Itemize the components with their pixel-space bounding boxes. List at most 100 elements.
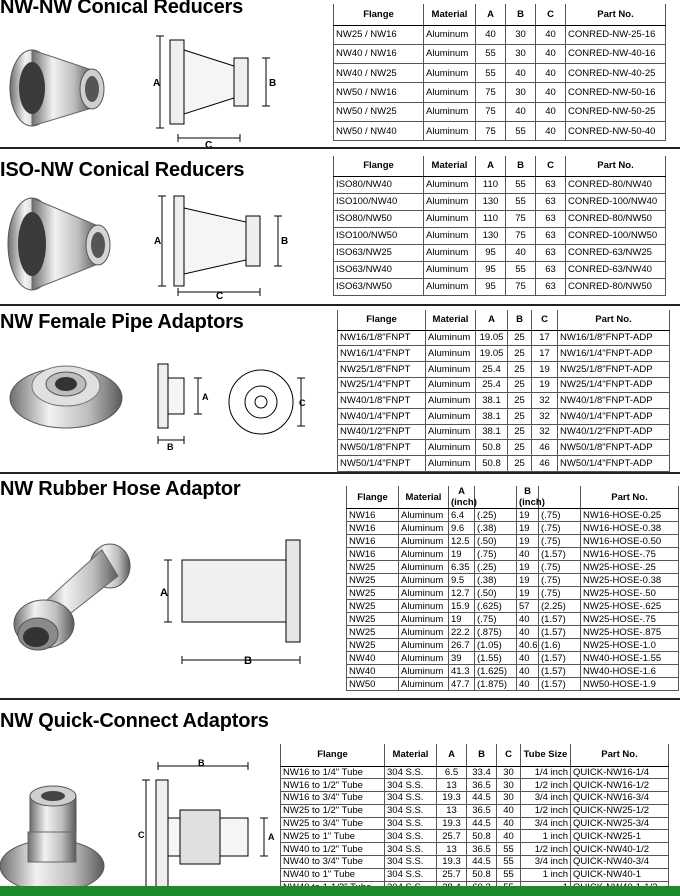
table-cell: 19 bbox=[448, 547, 475, 561]
table-cell: (1.57) bbox=[538, 625, 581, 639]
table-cell: NW16/1/8"FNPT bbox=[337, 329, 426, 347]
quick-connect-photo bbox=[0, 785, 105, 892]
table-cell: 19 bbox=[516, 560, 539, 574]
table-cell: 40 bbox=[505, 63, 536, 84]
table-cell: Aluminum bbox=[425, 376, 476, 394]
section-title-iso-nw: ISO-NW Conical Reducers bbox=[0, 159, 245, 181]
table-cell: ISO80/NW50 bbox=[333, 209, 424, 228]
dim-label-c: C bbox=[299, 398, 306, 408]
table-cell: 40 bbox=[535, 43, 566, 65]
table-cell: (.75) bbox=[538, 508, 581, 522]
table-cell: (.50) bbox=[474, 586, 517, 600]
table-cell: 32 bbox=[531, 423, 558, 441]
table-cell: 25 bbox=[507, 360, 532, 378]
table-cell: (2.25) bbox=[538, 599, 581, 613]
table-cell: NW25 bbox=[346, 599, 399, 613]
table-cell: CONRED-NW-25-16 bbox=[565, 24, 666, 45]
table-cell: 30 bbox=[496, 791, 521, 805]
table-cell: 25 bbox=[507, 439, 532, 456]
column-header: Flange bbox=[280, 744, 385, 767]
table-cell: 17 bbox=[531, 329, 558, 347]
table-cell: Aluminum bbox=[423, 101, 476, 122]
table-cell: NW25-HOSE-1.0 bbox=[580, 638, 679, 652]
table-cell: 36.5 bbox=[466, 842, 497, 857]
section-title-nw-nw: NW-NW Conical Reducers bbox=[0, 0, 244, 18]
column-header: A bbox=[475, 156, 506, 177]
table-cell: ISO100/NW50 bbox=[333, 226, 424, 245]
table-cell: NW16 bbox=[346, 508, 399, 522]
table-cell: Aluminum bbox=[423, 243, 476, 262]
table-cell: 30 bbox=[496, 778, 521, 793]
column-header: B (inch) bbox=[516, 486, 545, 509]
table-cell: Aluminum bbox=[398, 612, 449, 626]
table-cell: 9.5 bbox=[448, 573, 475, 587]
table-cell: 63 bbox=[535, 226, 566, 245]
table-cell: 19.3 bbox=[436, 816, 467, 831]
table-cell: 50.8 bbox=[475, 455, 508, 472]
table-cell: QUICK-NW16-1/4 bbox=[570, 765, 669, 780]
table-cell: NW25 bbox=[346, 612, 399, 626]
table-cell: ISO100/NW40 bbox=[333, 192, 424, 211]
table-cell: 75 bbox=[475, 120, 506, 142]
table-cell: CONRED-NW-40-25 bbox=[565, 63, 666, 84]
table-cell: (1.05) bbox=[474, 638, 517, 652]
table-cell: 75 bbox=[475, 82, 506, 103]
table-cell: 25 bbox=[507, 455, 532, 472]
table-cell: 36.5 bbox=[466, 778, 497, 793]
table-cell: 63 bbox=[535, 277, 566, 296]
column-header: C bbox=[535, 4, 566, 26]
table-cell: NW16/1/4"FNPT-ADP bbox=[557, 345, 670, 362]
table-cell: 19 bbox=[516, 573, 539, 587]
table-cell: 130 bbox=[475, 226, 506, 245]
table-cell: NW40 bbox=[346, 664, 399, 678]
table-cell: (.75) bbox=[538, 521, 581, 535]
table-cell: 30 bbox=[505, 24, 536, 45]
section-divider bbox=[0, 147, 680, 149]
table-cell: NW16/1/4"FNPT bbox=[337, 345, 426, 362]
table-cell: Aluminum bbox=[398, 638, 449, 652]
table-cell: NW40 to 1" Tube bbox=[280, 867, 385, 882]
table-cell: 75 bbox=[505, 209, 536, 228]
table-cell: (1.57) bbox=[538, 612, 581, 626]
table-cell: Aluminum bbox=[423, 175, 476, 194]
table-cell: 304 S.S. bbox=[384, 791, 437, 805]
dim-label-b: B bbox=[269, 78, 276, 89]
table-cell: Aluminum bbox=[423, 277, 476, 296]
table-cell: NW25 / NW16 bbox=[333, 24, 424, 45]
table-cell: NW40/1/4"FNPT bbox=[337, 407, 426, 425]
column-header: Material bbox=[425, 310, 476, 331]
table-cell: Aluminum bbox=[423, 226, 476, 245]
table-cell: 47.7 bbox=[448, 677, 475, 691]
rubber-hose-drawing: A B bbox=[160, 539, 301, 667]
column-header: C bbox=[535, 156, 566, 177]
table-cell: QUICK-NW40-1/2 bbox=[570, 842, 669, 857]
column-header: Material bbox=[384, 744, 437, 767]
female-pipe-front-drawing: C bbox=[228, 369, 306, 435]
table-cell: 63 bbox=[535, 243, 566, 262]
section-title-rubber-hose: NW Rubber Hose Adaptor bbox=[0, 478, 241, 500]
table-cell: NW40/1/4"FNPT-ADP bbox=[557, 407, 670, 425]
table-cell: (.625) bbox=[474, 599, 517, 613]
table-cell: NW25/1/8"FNPT bbox=[337, 360, 426, 378]
column-header: A bbox=[475, 310, 508, 331]
table-cell: NW25/1/4"FNPT-ADP bbox=[557, 376, 670, 394]
table-cell: NW25 bbox=[346, 573, 399, 587]
section-title-female-pipe: NW Female Pipe Adaptors bbox=[0, 311, 244, 333]
table-cell: 25.7 bbox=[436, 867, 467, 882]
table-cell: NW50/1/4"FNPT-ADP bbox=[557, 455, 670, 472]
rubber-hose-adaptor-photo bbox=[13, 543, 131, 651]
